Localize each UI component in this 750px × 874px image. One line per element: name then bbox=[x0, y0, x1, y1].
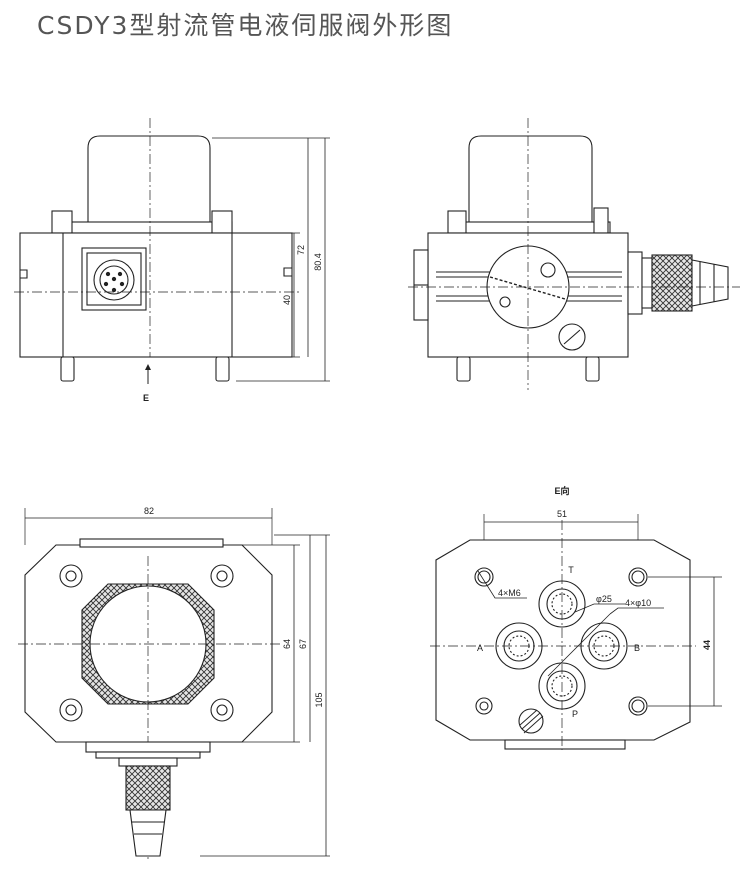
e-view bbox=[430, 514, 722, 750]
e-view-heading: E向 bbox=[554, 485, 569, 496]
dim-67: 67 bbox=[298, 639, 308, 649]
top-view bbox=[18, 508, 330, 862]
torque-motor-cap-side bbox=[468, 135, 593, 223]
connector-knurl-top bbox=[125, 765, 171, 811]
torque-motor-cap bbox=[87, 135, 211, 223]
dim-105: 105 bbox=[314, 692, 324, 707]
side-view bbox=[408, 118, 740, 390]
front-view bbox=[14, 118, 330, 384]
connector-knurl bbox=[651, 254, 693, 312]
callout-4xm6: 4×M6 bbox=[498, 588, 521, 598]
valve-body bbox=[19, 232, 293, 358]
dim-64: 64 bbox=[282, 639, 292, 649]
mounting-face bbox=[435, 539, 691, 741]
callout-4xphi10: 4×φ10 bbox=[625, 598, 651, 608]
view-arrow-e-label: E bbox=[143, 393, 149, 403]
page-title: CSDY3型射流管电液伺服阀外形图 bbox=[37, 11, 454, 40]
port-b-label: B bbox=[634, 643, 640, 653]
dim-40: 40 bbox=[282, 295, 292, 305]
port-p-label: P bbox=[572, 709, 578, 719]
callout-phi25: φ25 bbox=[596, 594, 612, 604]
dim-72: 72 bbox=[296, 245, 306, 255]
dim-82: 82 bbox=[144, 506, 154, 516]
dim-51: 51 bbox=[557, 509, 567, 519]
port-t-label: T bbox=[568, 565, 574, 575]
mounting-holes bbox=[59, 564, 234, 722]
port-a-label: A bbox=[477, 643, 483, 653]
dim-80-4: 80.4 bbox=[313, 253, 323, 271]
dim-44: 44 bbox=[702, 640, 712, 650]
